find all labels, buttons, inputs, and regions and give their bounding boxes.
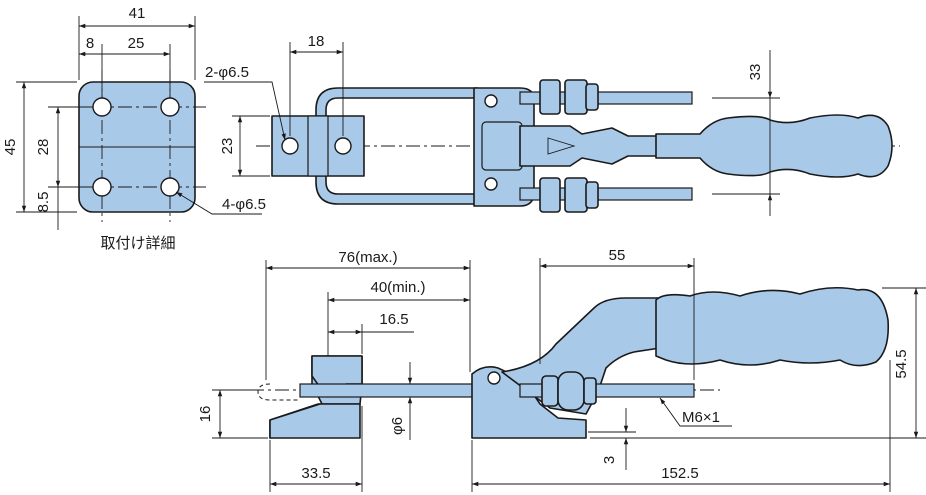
dim-76-label: 76(max.): [338, 249, 397, 266]
dim-23-label: 23: [219, 138, 236, 155]
dim-40-label: 40(min.): [370, 279, 425, 296]
side-handle-grip: [655, 286, 890, 367]
dim-8-5-label: 8.5: [35, 192, 52, 213]
lever-arm: [519, 125, 661, 167]
mount-hole-2: [160, 97, 180, 117]
dim-33-5-label: 33.5: [301, 465, 330, 482]
side-nut-2: [557, 371, 585, 411]
nut-bottom-1: [539, 177, 561, 213]
dim-41-label: 41: [129, 5, 146, 22]
dim-45-label: 45: [2, 139, 19, 156]
mounting-caption: 取付け詳細: [100, 235, 175, 252]
mount-hole-4: [160, 177, 180, 197]
dim-16-label: 16: [197, 406, 214, 423]
base-plate: [471, 366, 587, 439]
top-view: 18 2-φ6.5 23 33: [204, 33, 900, 216]
nut-bottom-2: [564, 177, 588, 213]
nut-top-1: [539, 79, 561, 115]
mount-hole-1: [92, 97, 112, 117]
mounting-detail: 41 8 25 45 28 8.5 4-φ6.5 取付け詳細: [2, 5, 266, 252]
nut-top-2: [564, 79, 588, 115]
side-view: 76(max.) 40(min.) 16.5 55 54.5 16 φ6 M6×…: [197, 247, 926, 492]
dim-25-label: 25: [128, 35, 145, 52]
dim-18-label: 18: [308, 33, 325, 50]
dim-33-label: 33: [747, 64, 764, 81]
dim-16-5-label: 16.5: [379, 311, 408, 328]
dim-8-label: 8: [86, 35, 94, 52]
dim-152-5-label: 152.5: [661, 465, 699, 482]
dim-4phi-label: 4-φ6.5: [222, 196, 266, 213]
dim-phi6-label: φ6: [389, 417, 406, 435]
dim-54-5-label: 54.5: [893, 349, 910, 378]
dim-28-label: 28: [35, 139, 52, 156]
hook-rod: [299, 383, 481, 398]
mount-hole-3: [92, 177, 112, 197]
dim-2phi-label: 2-φ6.5: [205, 64, 249, 81]
handle-grip: [655, 114, 893, 178]
side-nut-1: [541, 375, 559, 407]
dim-3-label: 3: [601, 456, 618, 464]
dim-55-label: 55: [609, 247, 626, 264]
dim-m6-label: M6×1: [682, 409, 720, 426]
